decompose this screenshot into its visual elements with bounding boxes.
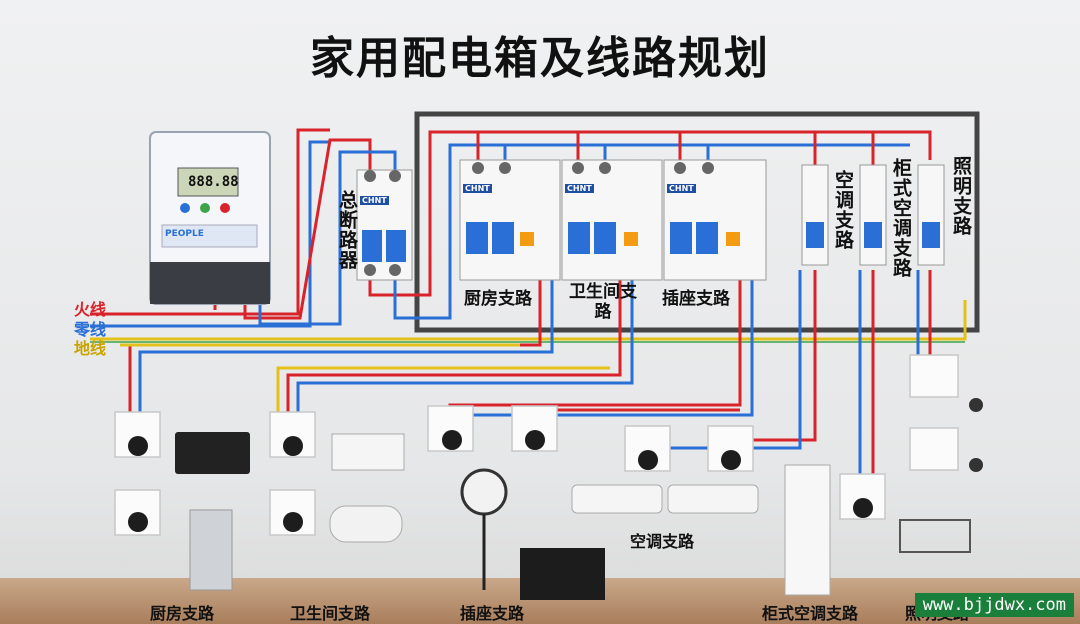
lighting-branch-wires [916,270,932,370]
water-heater [329,505,403,543]
neutral-wire-label: 零线 [74,320,107,339]
bath-heater-unit [331,433,405,471]
bottom-label-cabinet-ac: 柜式空调支路 [762,604,859,623]
live-input-wire [90,128,330,316]
bottom-label-kitchen: 厨房支路 [150,604,215,623]
cabinet-ac-branch-wires [858,270,875,480]
main-out-live [368,130,932,297]
bottom-label-bathroom: 卫生间支路 [290,604,371,623]
meter-brand: PEOPLE [165,229,204,239]
chint-tag-main: CHNT [360,196,389,205]
socket-breaker-label: 插座支路 [662,289,730,309]
plugs [128,430,873,532]
kitchen-breaker-label: 厨房支路 [464,289,532,309]
earth-wire-label: 地线 [74,339,107,358]
wall-lamp-1 [969,398,983,412]
lighting-breaker [917,164,945,266]
ac-breaker-label: 空调支路 [832,170,854,250]
main-out-neutral [393,143,910,320]
neutral-input-wire [90,140,330,328]
page-title: 家用配电箱及线路规划 [310,33,770,84]
light-fixture [899,519,971,553]
lighting-breaker-label: 照明支路 [950,156,972,236]
cabinet-ac-breaker [859,164,887,266]
gas-stove [175,432,250,474]
chint-tag-bathroom: CHNT [565,184,594,193]
wall-lamp-2 [969,458,983,472]
cabinet-ac-breaker-label: 柜式空调支路 [890,158,912,278]
fan [460,468,508,516]
ac-unit-2 [667,484,759,514]
live-wire-label: 火线 [74,300,107,319]
distribution-box [414,111,980,333]
bathroom-rcbo [561,159,663,281]
chint-tag-kitchen: CHNT [463,184,492,193]
cabinet-ac [784,464,831,596]
main-breaker [356,169,413,281]
meter-display: 888.88 [188,174,239,190]
bottom-label-socket: 插座支路 [460,604,525,623]
kitchen-rcbo [459,159,561,281]
ac-breaker [801,164,829,266]
chint-tag-socket: CHNT [667,184,696,193]
ac-branch-wires [660,270,817,450]
earth-input-wire [90,300,967,341]
bathroom-branch-wires [276,280,634,425]
refrigerator [189,509,233,591]
socket-rcbo [663,159,767,281]
ac-unit-1 [571,484,663,514]
electric-meter [149,131,271,305]
kitchen-branch-wires [120,280,554,425]
main-breaker-label: 总断路器 [336,190,358,270]
meter-to-main-neutral [258,150,397,326]
bathroom-breaker-label: 卫生间支路 [569,282,637,322]
watermark: www.bjjdwx.com [914,593,1074,617]
tv [520,548,605,600]
meter-to-main-live [243,138,372,320]
ac-appliance-label: 空调支路 [630,532,695,551]
branch-feeds [476,132,875,165]
